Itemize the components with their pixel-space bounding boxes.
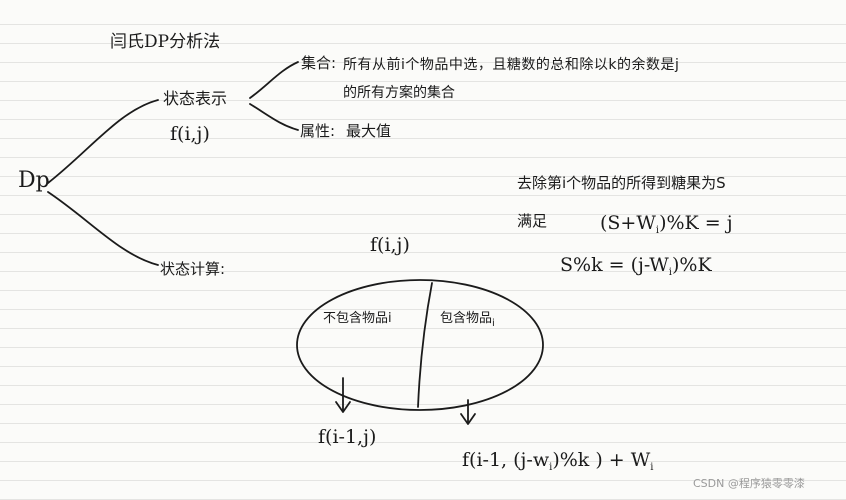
set-partition-ellipse [296,279,544,411]
partition-divider-line [417,282,433,408]
partition-right-label: 包含物品i [440,311,495,329]
attr-label: 属性: [300,122,336,140]
branch-dp-to-state-calc [47,191,159,266]
left-arrow-head [335,401,351,413]
set-definition-line2: 的所有方案的集合 [343,85,455,101]
note-equation-2: S%k = (j-Wi)%K [560,254,712,278]
set-definition-line1: 所有从前i个物品中选，且糖数的总和除以k的余数是j [343,57,680,73]
right-transition-result: f(i-1, (j-wi)%k ) + Wi [462,449,654,473]
state-repr-label: 状态表示 [163,89,228,108]
diagram-title: 闫氏DP分析法 [110,32,221,52]
branch-repr-to-attr [249,103,299,131]
root-node: Dp [18,168,50,193]
branch-repr-to-set [249,61,299,99]
csdn-watermark: CSDN @程序猿零零漆 [693,477,805,490]
attr-value: 最大值 [346,122,392,140]
set-label: 集合: [301,54,337,72]
note-equation-1: (S+Wi)%K = j [600,212,733,236]
note-satisfy-label: 满足 [517,212,548,230]
state-calc-label: 状态计算: [160,260,226,278]
state-repr-func: f(i,j) [170,123,210,145]
left-transition-result: f(i-1,j) [318,426,377,448]
branch-dp-to-state-repr [47,99,159,184]
note-line1: 去除第i个物品的所得到糖果为S [517,174,726,192]
right-arrow-head [460,413,476,425]
partition-left-label: 不包含物品i [323,311,392,326]
state-calc-func: f(i,j) [370,234,410,256]
